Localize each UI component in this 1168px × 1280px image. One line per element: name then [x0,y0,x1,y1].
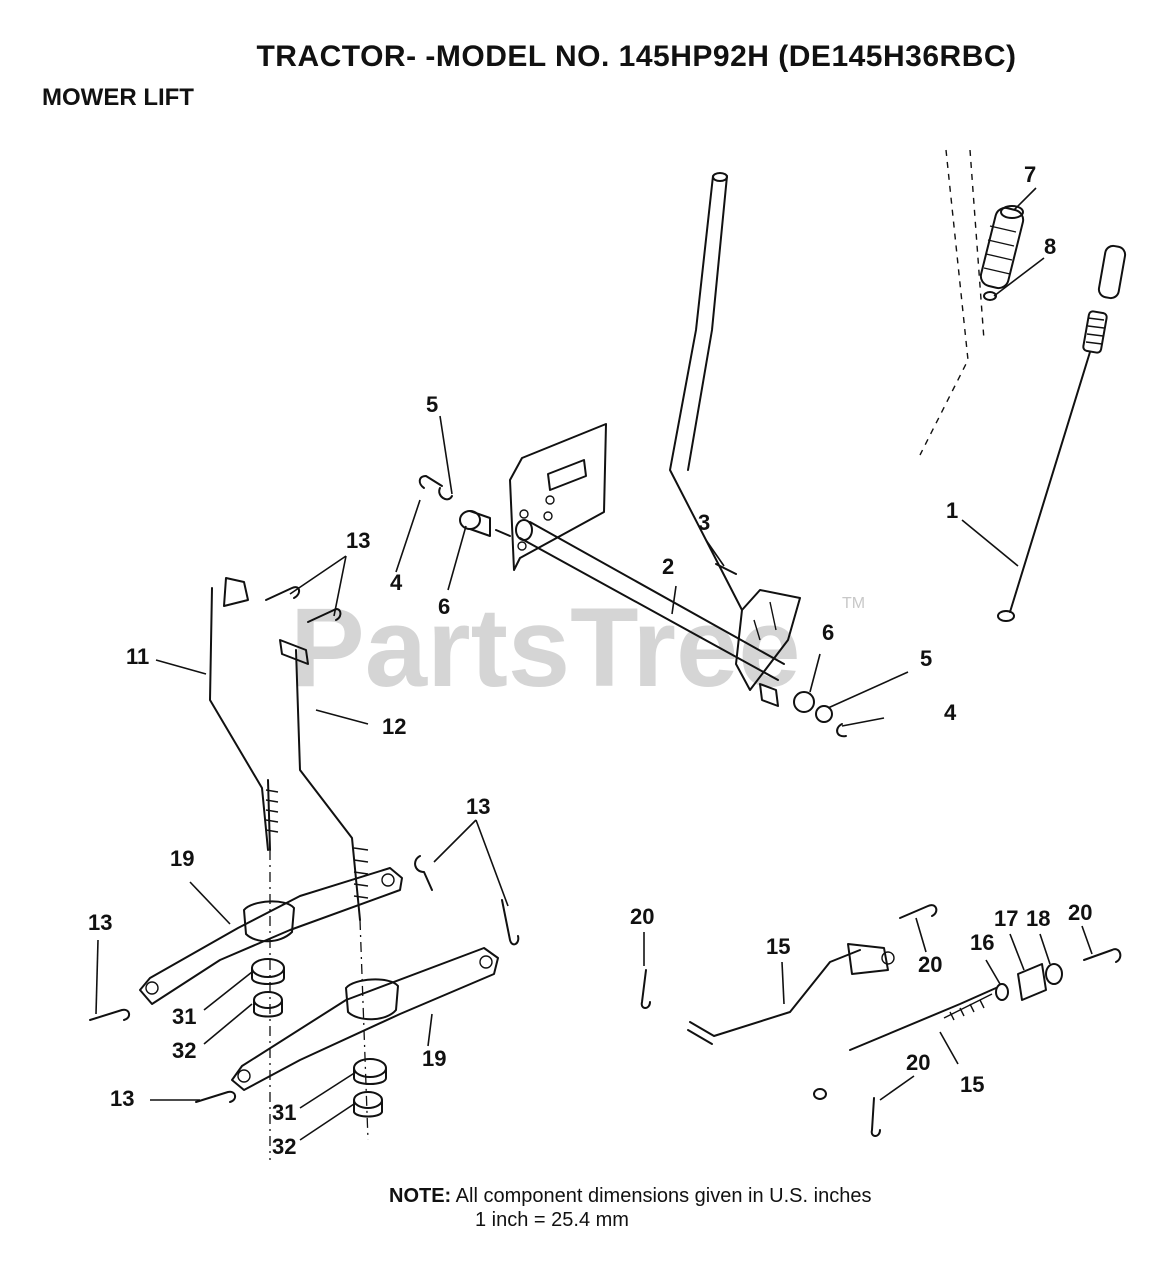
callout-13a: 13 [346,528,370,553]
watermark: PartsTree TM [290,585,865,710]
callout-19a: 19 [170,846,194,871]
callout-13b: 13 [466,794,490,819]
callout-2: 2 [662,554,674,579]
watermark-text: PartsTree [290,585,801,710]
callout-3: 3 [698,510,710,535]
callout-20c: 20 [1068,900,1092,925]
hairpins-20 [640,904,1122,1137]
callout-13c: 13 [88,910,112,935]
dimension-note: NOTE: All component dimensions given in … [389,1184,871,1232]
page-title: TRACTOR- -MODEL NO. 145HP92H (DE145H36RB… [256,40,1017,73]
callout-20b: 20 [918,952,942,977]
washers-nuts [251,958,387,1118]
callout-18: 18 [1026,906,1050,931]
callout-13d: 13 [110,1086,134,1111]
section-title: MOWER LIFT [42,84,194,111]
callout-12: 12 [382,714,406,739]
callout-15a: 15 [766,934,790,959]
note-label: NOTE: [389,1185,452,1207]
body-outline [919,149,985,456]
lift-link-11 [209,577,279,1160]
shaft-hardware [418,475,847,738]
clips-13-upper [265,586,342,623]
callout-8: 8 [1044,234,1056,259]
callout-5b: 5 [920,646,932,671]
clips-13-lower [89,855,520,1103]
callouts: 1 2 3 4 4 5 5 6 6 7 8 11 12 13 13 13 13 … [88,162,1092,1159]
callout-15b: 15 [960,1072,984,1097]
watermark-tm: TM [842,595,865,612]
handle-grip [979,205,1025,290]
callout-11: 11 [126,644,149,669]
callout-1: 1 [946,498,958,523]
callout-20d: 20 [906,1050,930,1075]
note-line-1: All component dimensions given in U.S. i… [455,1185,872,1207]
callout-19b: 19 [422,1046,446,1071]
note-line-2: 1 inch = 25.4 mm [475,1209,629,1231]
mounting-plate [509,423,607,571]
callout-7: 7 [1024,162,1036,187]
callout-17: 17 [994,906,1018,931]
callout-32b: 32 [272,1134,296,1159]
callout-32a: 32 [172,1038,196,1063]
callout-5a: 5 [426,392,438,417]
lift-arm-19-lower [231,947,499,1091]
lift-rod-15-upper [687,943,895,1045]
callout-4b: 4 [944,700,957,725]
grip-pin [983,291,997,301]
callout-20a: 20 [630,904,654,929]
leader-lines [95,187,1093,1141]
adjust-rod [997,244,1127,622]
callout-31a: 31 [172,1004,196,1029]
lift-rod-15-lower [849,963,1063,1051]
callout-31b: 31 [272,1100,296,1125]
callout-6a: 6 [438,594,450,619]
lift-arm-19-upper [139,867,403,1005]
callout-4a: 4 [390,570,403,595]
callout-6b: 6 [822,620,834,645]
callout-16: 16 [970,930,994,955]
cross-shaft [495,519,785,681]
